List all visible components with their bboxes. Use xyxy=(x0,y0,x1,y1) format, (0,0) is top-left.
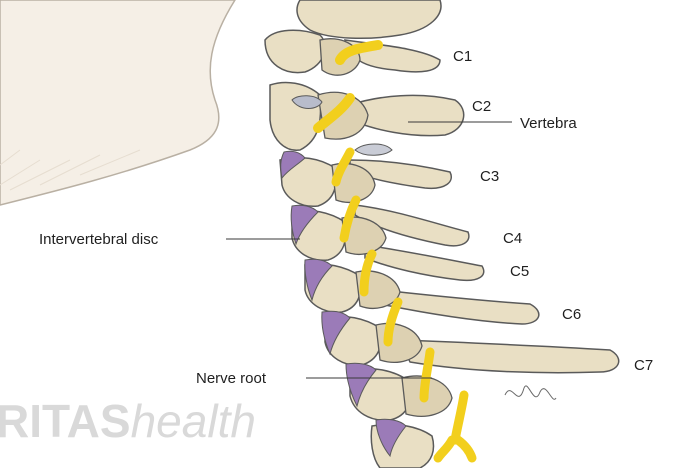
label-c4: C4 xyxy=(503,231,522,246)
label-c5: C5 xyxy=(510,264,529,279)
label-vertebra: Vertebra xyxy=(520,116,577,131)
label-c1: C1 xyxy=(453,49,472,64)
neck-silhouette xyxy=(0,0,235,205)
vertebra-c2-body xyxy=(270,82,321,150)
watermark-brand-italic: health xyxy=(131,395,256,447)
label-nerve-root: Nerve root xyxy=(196,371,266,386)
vertebra-c1-body xyxy=(265,30,325,72)
label-c7: C7 xyxy=(634,358,653,373)
watermark-brand-bold: RITAS xyxy=(0,395,131,447)
watermark-logo: RITAShealth xyxy=(0,398,256,444)
label-c2: C2 xyxy=(472,99,491,114)
facet-joint xyxy=(355,144,392,155)
skull-base xyxy=(297,0,441,38)
label-c6: C6 xyxy=(562,307,581,322)
label-c3: C3 xyxy=(480,169,499,184)
nerve-fibers-scribble xyxy=(505,386,556,399)
label-intervertebral-disc: Intervertebral disc xyxy=(39,232,158,247)
